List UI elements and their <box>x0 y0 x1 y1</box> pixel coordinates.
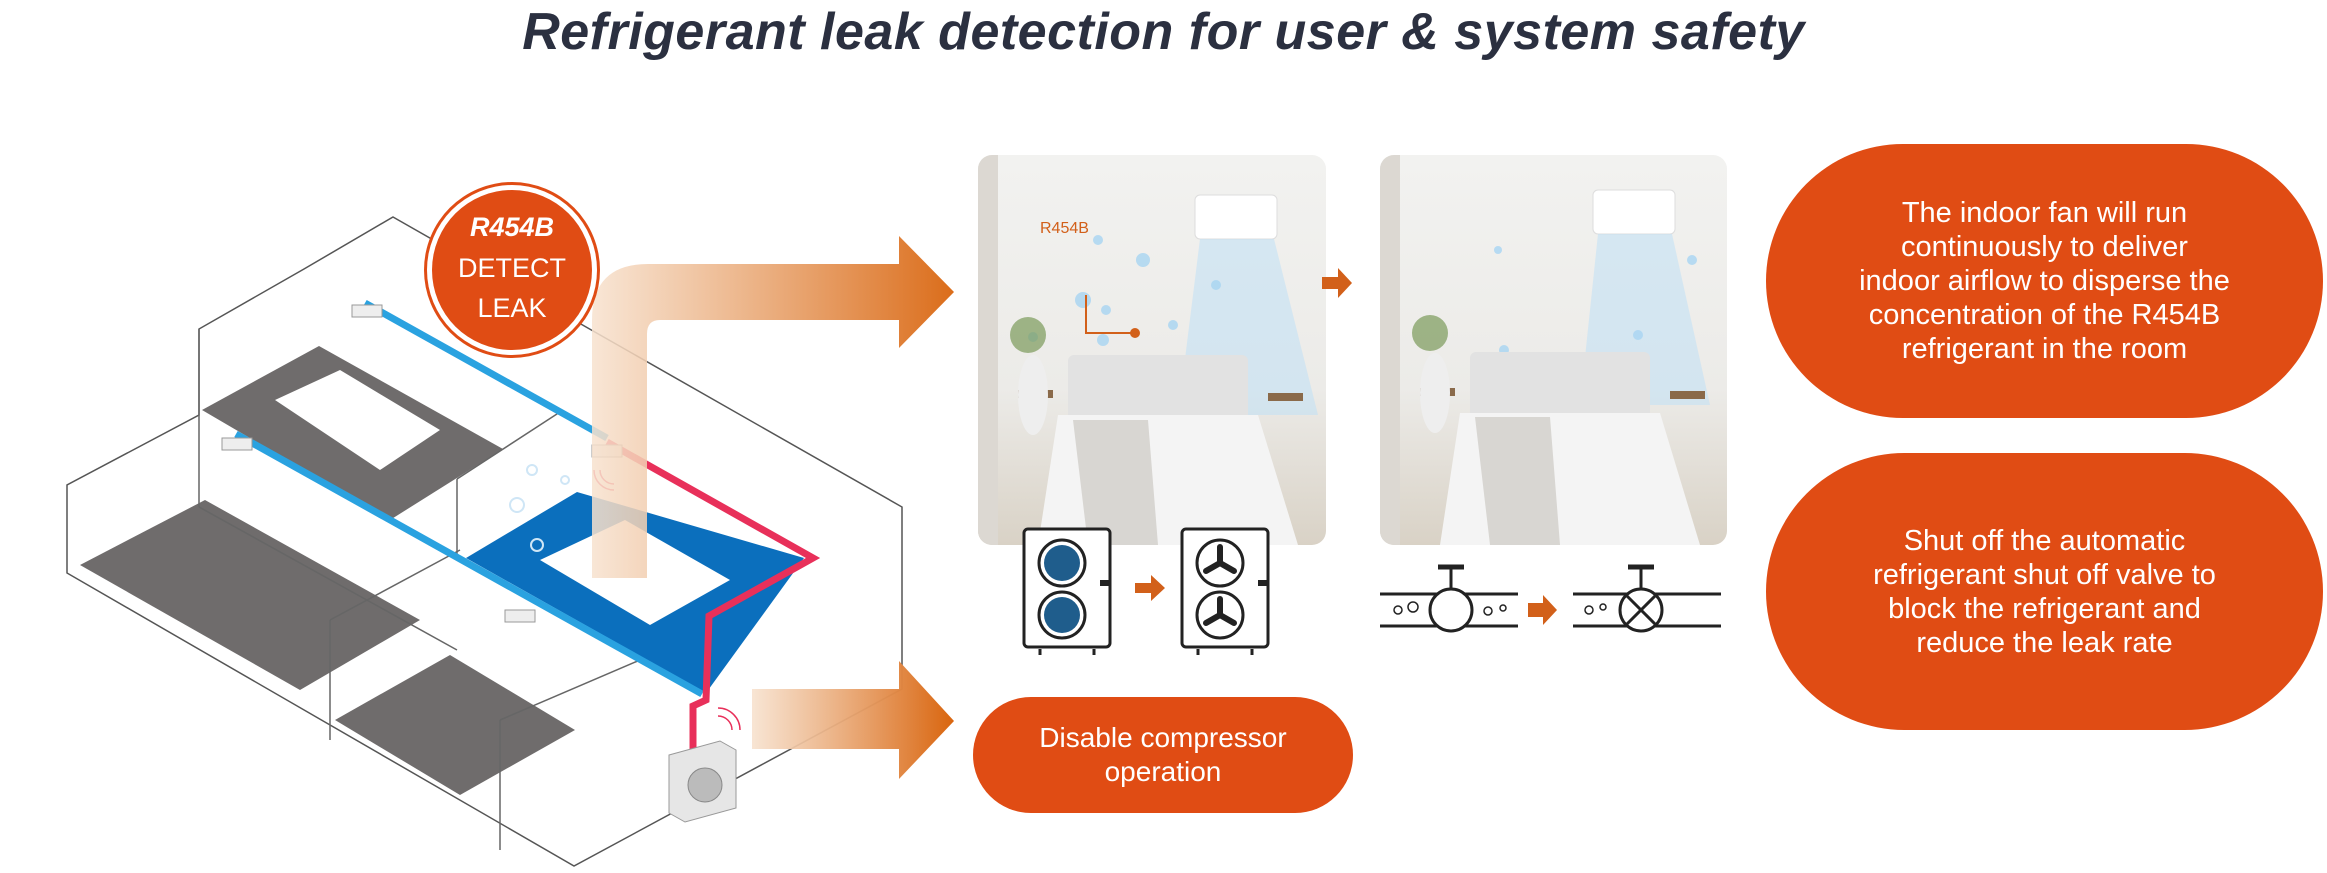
living-floor <box>80 500 420 690</box>
valve-action-callout: Shut off the automatic refrigerant shut … <box>1766 453 2323 730</box>
valve-icons <box>1380 564 1721 633</box>
pipe-red <box>605 438 821 754</box>
refrigerant-name: R454B <box>469 212 555 242</box>
valve-action-line: Shut off the automatic <box>1903 524 2186 557</box>
leak-label: LEAK <box>477 293 547 323</box>
compressor-action-callout: Disable compressor operation <box>973 697 1353 813</box>
bedroom-photo-leak <box>978 155 1326 545</box>
flow-arrow-bottom <box>752 661 954 779</box>
valve-action-line: refrigerant shut off valve to <box>1873 558 2216 591</box>
house-illustration <box>66 216 954 867</box>
upper-bed-rug <box>275 370 440 470</box>
refrigerant-pipes <box>234 299 821 754</box>
valve-open-icon <box>1380 564 1518 633</box>
detect-leak-badge: R454B DETECT LEAK <box>432 190 592 350</box>
page-title: Refrigerant leak detection for user & sy… <box>522 3 1805 61</box>
small-arrow-icon <box>1528 595 1557 625</box>
valve-action-line: block the refrigerant and <box>1888 592 2201 625</box>
fan-action-line: The indoor fan will run <box>1901 197 2188 229</box>
fan-action-line: refrigerant in the room <box>1901 333 2188 365</box>
compressor-action-line: operation <box>1104 756 1222 787</box>
compressor-icons <box>1022 527 1270 655</box>
pipe-blue-lower <box>234 430 704 698</box>
fan-action-line: continuously to deliver <box>1901 231 2188 263</box>
ac-unit <box>1592 189 1676 235</box>
dining-floor <box>335 655 575 795</box>
small-arrow-icon <box>1322 268 1352 298</box>
outdoor-unit <box>668 740 737 823</box>
fan-action-callout: The indoor fan will run continuously to … <box>1766 144 2323 418</box>
detect-label: DETECT <box>458 253 566 283</box>
small-arrow-icon <box>1135 575 1165 601</box>
compressor-action-line: Disable compressor <box>1039 722 1287 753</box>
walls <box>198 329 641 850</box>
pipe-blue-upper <box>363 299 609 442</box>
fan-action-line: indoor airflow to disperse the <box>1859 265 2230 297</box>
valve-closed-icon <box>1573 564 1721 633</box>
bedroom-photo-dispersed <box>1380 155 1727 545</box>
outdoor-unit-stopped-icon <box>1180 527 1270 655</box>
fan-action-line: concentration of the R454B <box>1868 299 2221 331</box>
valve-action-line: reduce the leak rate <box>1916 626 2173 659</box>
flow-arrow-top <box>592 236 954 578</box>
floors <box>80 346 804 795</box>
refrigerant-tag: R454B <box>1040 220 1089 237</box>
headboard <box>1470 352 1650 432</box>
outdoor-unit-running-icon <box>1022 527 1112 655</box>
leak-bubbles <box>509 464 570 552</box>
ac-unit <box>1194 194 1278 240</box>
